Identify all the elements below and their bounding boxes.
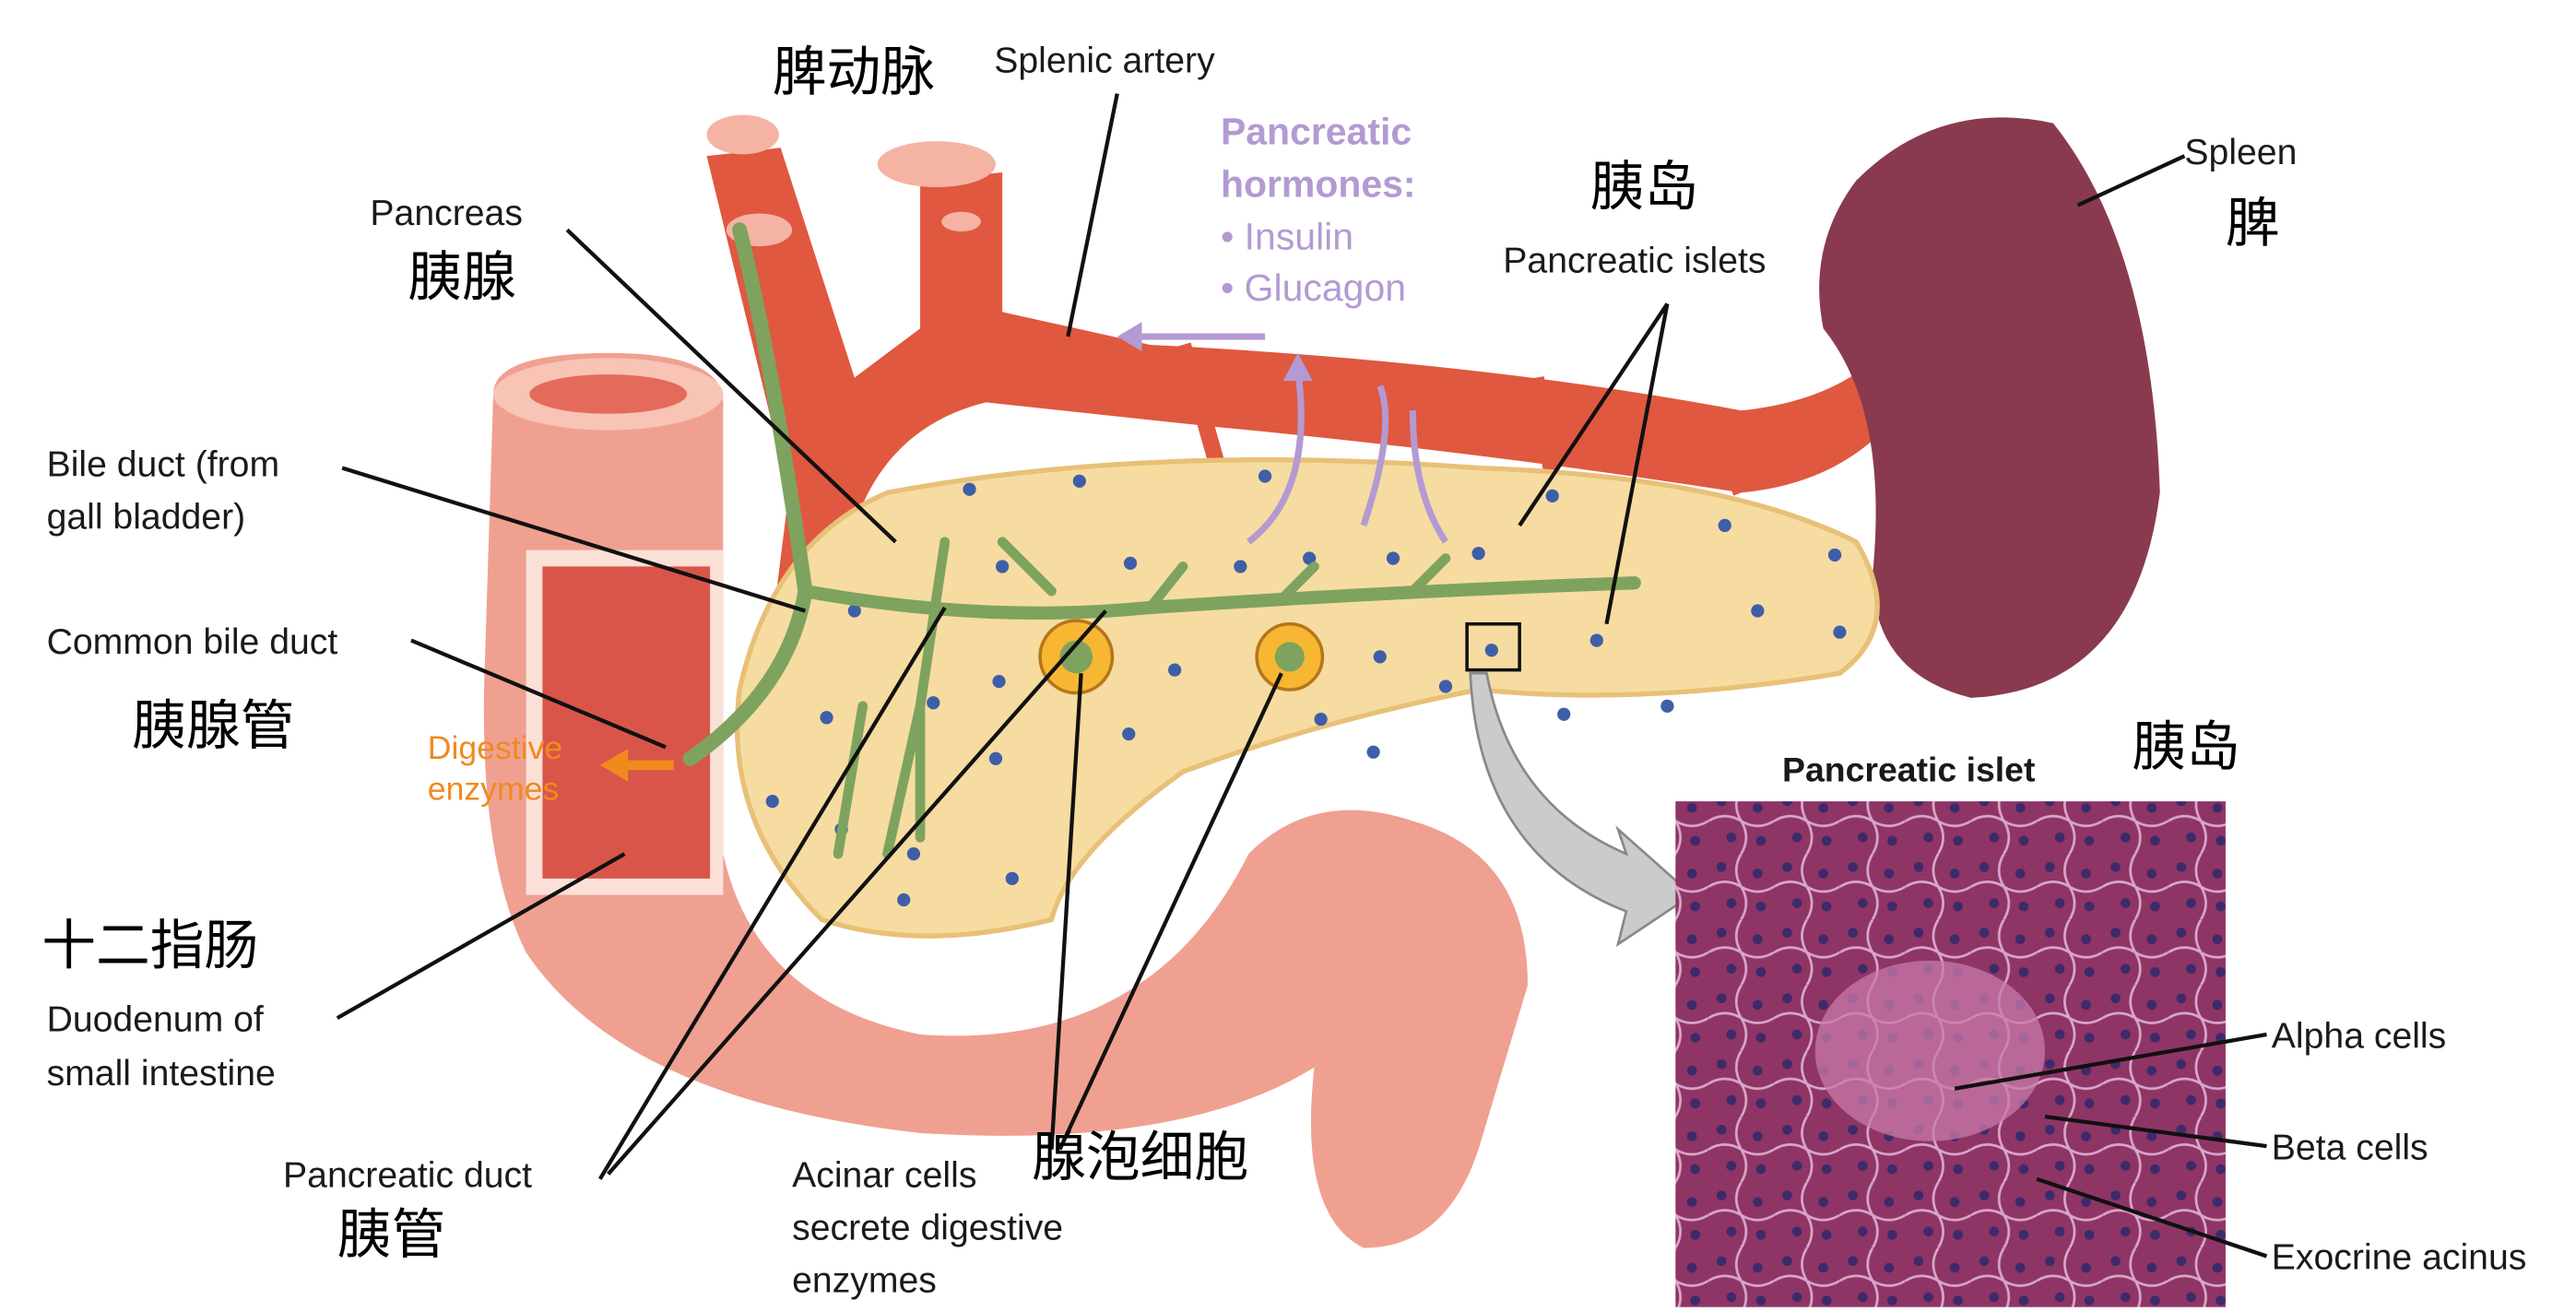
- exocrine-acinus-label: Exocrine acinus: [2272, 1238, 2527, 1278]
- hormones-title-line1: Pancreatic: [1221, 111, 1412, 153]
- enzyme-arrowhead: [599, 749, 629, 782]
- glucagon-label: • Glucagon: [1221, 266, 1406, 309]
- acinar-label-line2: secrete digestive: [792, 1209, 1063, 1248]
- islets-zh-label: 胰岛: [1590, 155, 1699, 219]
- pancreatic-duct: [682, 222, 1641, 859]
- duodenum-label-line2: small intestine: [47, 1054, 276, 1093]
- islet-region: [1814, 960, 2046, 1141]
- acinar-label-line3: enzymes: [792, 1261, 937, 1301]
- digestive-enzymes-line1: Digestive: [428, 729, 562, 766]
- inset-title: Pancreatic islet: [1782, 751, 2035, 789]
- acini: [1038, 619, 1325, 695]
- duodenum-label-line1: Duodenum of: [47, 999, 264, 1039]
- beta-cells-label: Beta cells: [2272, 1128, 2428, 1167]
- bile-duct-label-line1: Bile duct (from: [47, 444, 280, 484]
- inset-title-zh: 胰岛: [2132, 715, 2240, 778]
- zoom-arrow: [1469, 671, 1695, 948]
- islet-highlight-box: [1465, 621, 1521, 672]
- digestive-enzymes-line2: enzymes: [428, 770, 560, 807]
- pancreatic-duct-label: Pancreatic duct: [283, 1156, 532, 1196]
- duodenum-zh-label: 十二指肠: [41, 913, 258, 976]
- pancreatic-gland-duct-zh-label: 胰腺管: [132, 693, 294, 757]
- pancreas-zh-label: 胰腺: [408, 245, 516, 309]
- duodenum: [483, 352, 1529, 1248]
- acinar-label-line1: Acinar cells: [792, 1156, 976, 1196]
- pancreatic-duct-zh-label: 胰管: [337, 1202, 446, 1266]
- bile-duct-label-line2: gall bladder): [47, 497, 246, 537]
- hormone-arrows: [1133, 333, 1448, 545]
- hormones-title-line2: hormones:: [1221, 163, 1416, 206]
- splenic-artery-zh-label: 脾动脉: [773, 40, 935, 103]
- pancreas-label: Pancreas: [370, 194, 522, 233]
- alpha-cells-label: Alpha cells: [2272, 1016, 2446, 1056]
- spleen: [1819, 117, 2160, 698]
- splenic-artery-label: Splenic artery: [994, 41, 1215, 80]
- pancreatic-islets-label: Pancreatic islets: [1503, 242, 1766, 281]
- insulin-label: • Insulin: [1221, 216, 1353, 258]
- acinar-zh-label: 腺泡细胞: [1032, 1125, 1248, 1188]
- spleen-zh-label: 脾: [2226, 191, 2280, 254]
- spleen-label: Spleen: [2184, 133, 2297, 172]
- common-bile-duct-label: Common bile duct: [47, 622, 338, 662]
- leader-lines: [336, 93, 2268, 1259]
- islet-dots: [765, 469, 1847, 907]
